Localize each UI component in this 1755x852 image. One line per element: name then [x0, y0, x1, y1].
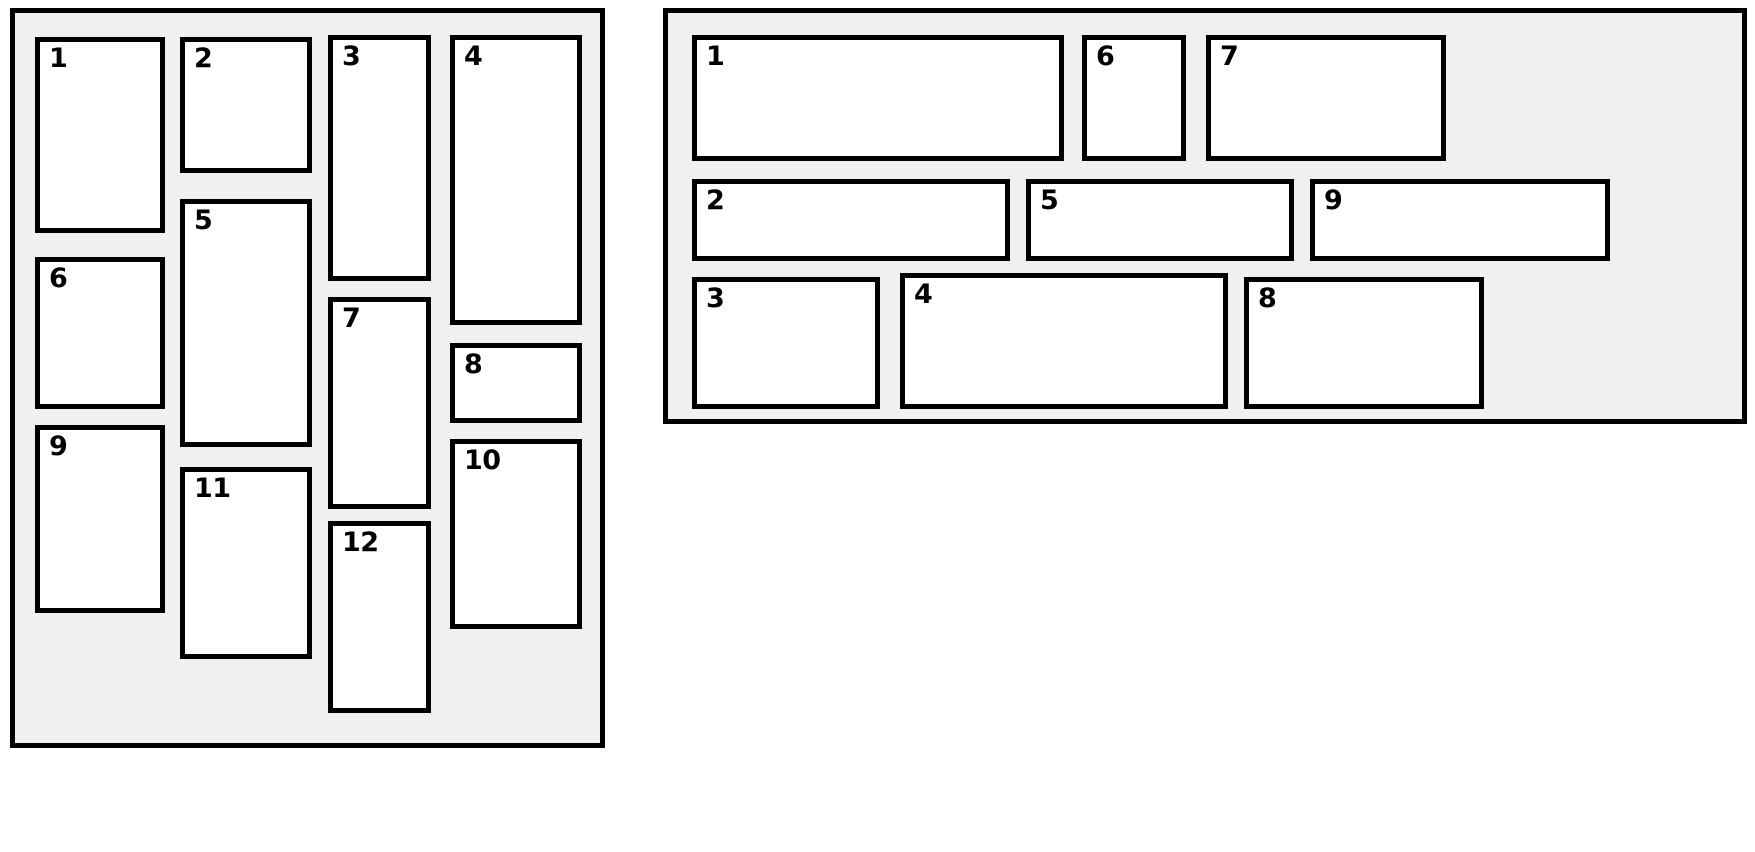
region-label: 6 [1096, 41, 1115, 72]
region-label: 12 [342, 527, 379, 558]
region-box-9[interactable]: 9 [1310, 179, 1610, 261]
region-label: 4 [464, 41, 483, 72]
region-label: 2 [706, 185, 725, 216]
region-label: 5 [1040, 185, 1059, 216]
region-label: 7 [1220, 41, 1239, 72]
region-label: 6 [49, 263, 68, 294]
region-box-5[interactable]: 5 [180, 199, 312, 447]
region-label: 3 [342, 41, 361, 72]
region-box-10[interactable]: 10 [450, 439, 582, 629]
region-box-8[interactable]: 8 [1244, 277, 1484, 409]
region-box-3[interactable]: 3 [328, 35, 431, 281]
region-box-3[interactable]: 3 [692, 277, 880, 409]
region-box-9[interactable]: 9 [35, 425, 165, 613]
region-label: 2 [194, 43, 213, 74]
region-box-2[interactable]: 2 [692, 179, 1010, 261]
region-box-5[interactable]: 5 [1026, 179, 1294, 261]
region-box-2[interactable]: 2 [180, 37, 312, 173]
region-box-7[interactable]: 7 [328, 297, 431, 509]
region-box-6[interactable]: 6 [1082, 35, 1186, 161]
region-label: 8 [1258, 283, 1277, 314]
region-label: 10 [464, 445, 501, 476]
region-label: 9 [1324, 185, 1343, 216]
region-box-1[interactable]: 1 [692, 35, 1064, 161]
region-box-6[interactable]: 6 [35, 257, 165, 409]
region-box-1[interactable]: 1 [35, 37, 165, 233]
region-label: 7 [342, 303, 361, 334]
region-label: 8 [464, 349, 483, 380]
region-label: 9 [49, 431, 68, 462]
right-panel: 1 6 7 2 5 9 3 4 8 [663, 8, 1747, 424]
region-label: 1 [49, 43, 68, 74]
region-box-8[interactable]: 8 [450, 343, 582, 423]
region-box-7[interactable]: 7 [1206, 35, 1446, 161]
region-label: 1 [706, 41, 725, 72]
region-box-4[interactable]: 4 [450, 35, 582, 325]
region-label: 3 [706, 283, 725, 314]
region-box-12[interactable]: 12 [328, 521, 431, 713]
region-box-11[interactable]: 11 [180, 467, 312, 659]
region-label: 5 [194, 205, 213, 236]
region-label: 11 [194, 473, 231, 504]
region-box-4[interactable]: 4 [900, 273, 1228, 409]
region-label: 4 [914, 279, 933, 310]
